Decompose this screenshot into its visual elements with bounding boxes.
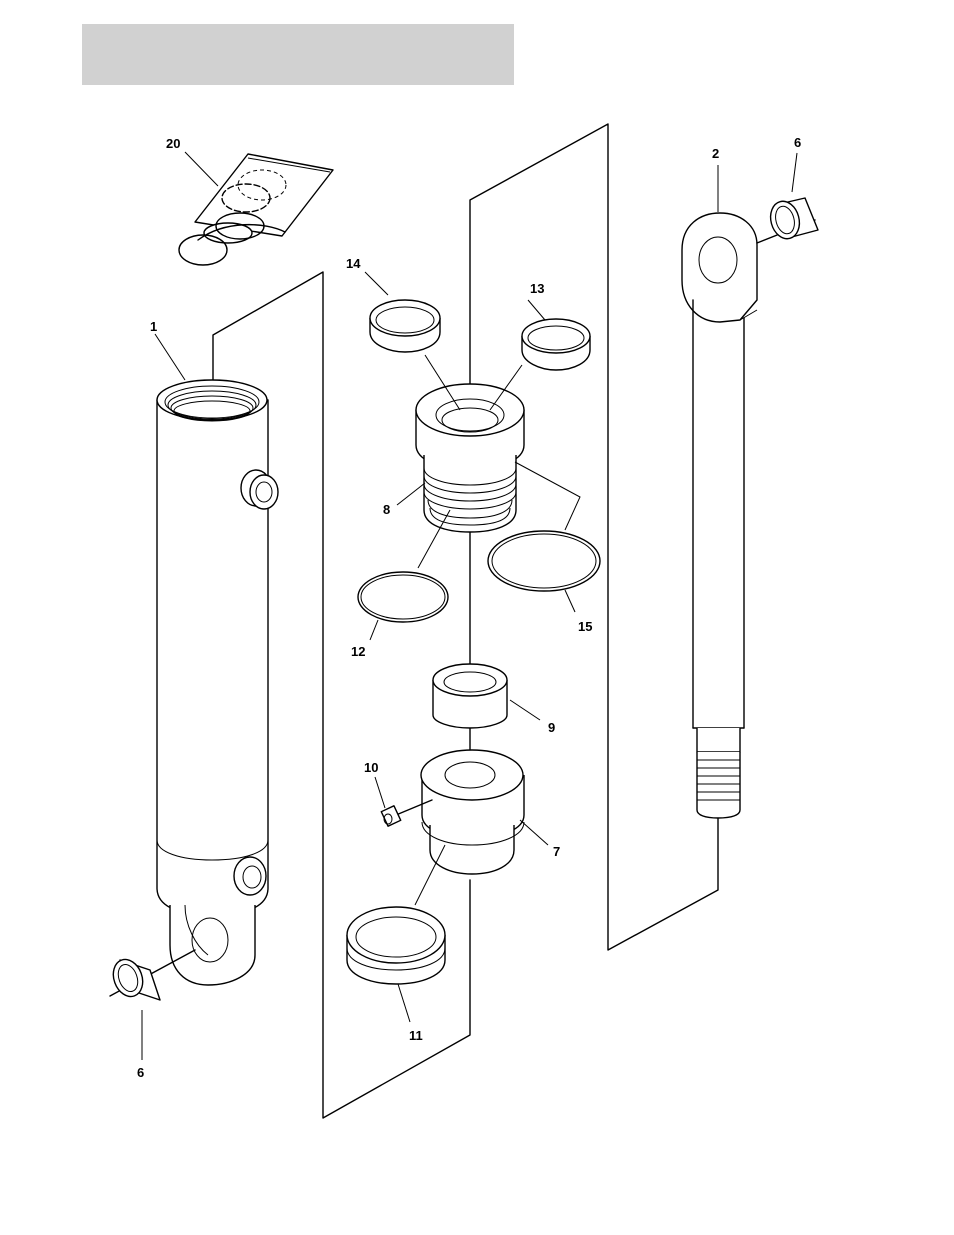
callout-20: 20 [166,136,180,151]
wiper-seal-part-14 [370,300,440,352]
piston-seal-part-11 [347,907,445,984]
callout-8: 8 [383,502,390,517]
callout-11: 11 [409,1028,423,1043]
callout-14: 14 [346,256,361,271]
callout-2: 2 [712,146,719,161]
cylinder-barrel-part-1 [157,380,278,985]
callout-1: 1 [150,319,157,334]
piston-rod-part-2 [682,213,757,818]
callout-9: 9 [548,720,555,735]
spacer-part-9 [433,664,507,728]
head-gland-part-8 [416,384,524,532]
backup-ring-part-15 [488,531,600,591]
callout-7: 7 [553,844,560,859]
rod-seal-part-13 [522,319,590,370]
callout-6-left: 6 [137,1065,144,1080]
callout-15: 15 [578,619,592,634]
callout-10: 10 [364,760,378,775]
callout-13: 13 [530,281,544,296]
callout-6-right: 6 [794,135,801,150]
callout-12: 12 [351,644,365,659]
piston-part-7 [421,750,524,874]
assembly-lines [213,124,718,1118]
bushing-right-part-6 [757,198,818,243]
o-ring-part-12 [358,572,448,622]
seal-kit-bag-part-20 [179,154,333,265]
